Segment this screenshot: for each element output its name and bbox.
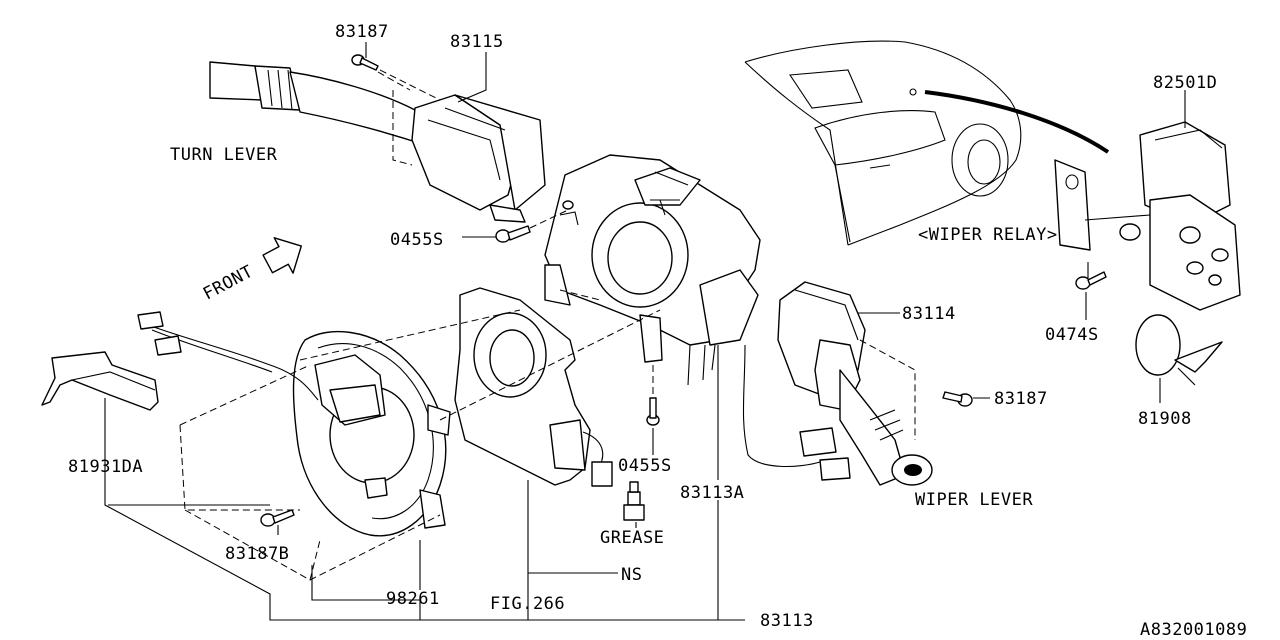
bracket-81931DA [41, 351, 159, 411]
label-83114: 83114 [902, 304, 956, 324]
bolt-0474S [1075, 271, 1107, 290]
label-fig266: FIG.266 [490, 594, 565, 614]
label-83187-top: 83187 [335, 22, 389, 42]
label-83113: 83113 [760, 611, 814, 631]
screw-83187B [260, 509, 295, 527]
label-98261: 98261 [386, 589, 440, 609]
label-81908: 81908 [1138, 409, 1192, 429]
label-83115: 83115 [450, 32, 504, 52]
label-wiper-lever: WIPER LEVER [915, 490, 1033, 510]
diagram-id: A832001089 [1140, 620, 1247, 640]
label-turn-lever: TURN LEVER [170, 145, 278, 165]
wiper-lever-assembly [742, 281, 933, 486]
wire-harness [137, 311, 319, 401]
label-wiper-relay: <WIPER RELAY> [918, 225, 1058, 245]
leader-lines [104, 42, 1186, 621]
label-0474S: 0474S [1045, 325, 1099, 345]
combination-switch-body [544, 154, 761, 386]
label-0455S-lower: 0455S [618, 456, 672, 476]
label-ns: NS [621, 565, 642, 585]
roll-connector-plate [454, 287, 613, 487]
screw-0455S-lower [646, 397, 660, 426]
turn-lever-assembly [209, 54, 546, 223]
grease-tube [623, 481, 645, 521]
clock-spring [292, 330, 451, 537]
front-arrow [262, 237, 302, 274]
vehicle-outline [744, 40, 1110, 246]
screw-0455S-upper [495, 225, 531, 243]
label-83113A: 83113A [680, 483, 744, 503]
label-83187B: 83187B [225, 544, 289, 564]
screw-83187-right [942, 391, 973, 407]
label-82501D: 82501D [1153, 73, 1217, 93]
label-83187-right: 83187 [994, 389, 1048, 409]
label-front: FRONT [200, 262, 257, 305]
clip-81908 [1135, 314, 1223, 386]
label-grease: GREASE [600, 528, 664, 548]
label-0455S-upper: 0455S [390, 230, 444, 250]
wiper-relay-assembly [1054, 121, 1241, 311]
screw-83187-top [351, 54, 379, 71]
label-81931DA: 81931DA [68, 457, 143, 477]
